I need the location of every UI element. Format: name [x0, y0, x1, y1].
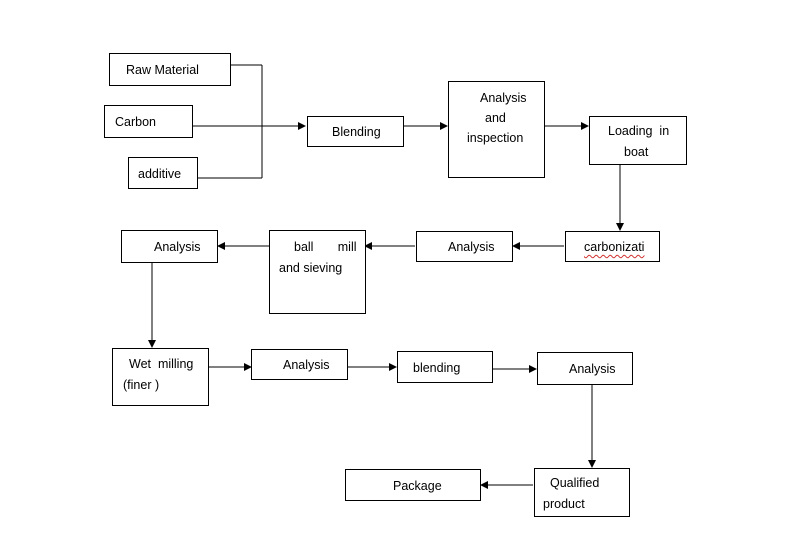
analysis-3-box: Analysis [121, 230, 218, 263]
loading-in-boat-line-1: Loading in [608, 124, 670, 138]
wet-milling-line-1: Wet milling [129, 357, 194, 371]
wet-milling-box: Wet milling (finer ) [112, 348, 209, 406]
carbon-box: Carbon [104, 105, 193, 138]
blending-box: Blending [307, 116, 404, 147]
loading-in-boat-box: Loading in boat [589, 116, 687, 165]
ball-mill-line-2: and sieving [279, 261, 343, 275]
carbonization-label: carbonizati [584, 240, 645, 254]
additive-box: additive [128, 157, 198, 189]
qualified-product-line-2: product [543, 497, 585, 511]
package-label: Package [393, 479, 442, 493]
qualified-product-box: Qualified product [534, 468, 630, 517]
carbonization-box: carbonizati [565, 231, 660, 262]
ball-mill-line-1: ball mill [294, 240, 357, 254]
additive-label: additive [138, 167, 182, 181]
ball-mill-sieving-box: ball mill and sieving [269, 230, 366, 314]
analysis-4-box: Analysis [251, 349, 348, 380]
analysis-3-label: Analysis [154, 240, 201, 254]
blending-label: Blending [332, 125, 381, 139]
raw-material-label: Raw Material [126, 63, 199, 77]
analysis-2-box: Analysis [416, 231, 513, 262]
analysis-5-box: Analysis [537, 352, 633, 385]
analysis-inspection-line-3: inspection [467, 131, 524, 145]
analysis-5-label: Analysis [569, 362, 616, 376]
wet-milling-line-2: (finer ) [123, 378, 160, 392]
blending-2-label: blending [413, 361, 461, 375]
analysis-2-label: Analysis [448, 240, 495, 254]
raw-material-box: Raw Material [109, 53, 231, 86]
analysis-inspection-box: Analysis and inspection [448, 81, 545, 178]
carbon-label: Carbon [115, 115, 156, 129]
analysis-inspection-line-1: Analysis [480, 91, 527, 105]
package-box: Package [345, 469, 481, 501]
loading-in-boat-line-2: boat [624, 145, 649, 159]
qualified-product-line-1: Qualified [550, 476, 600, 490]
analysis-4-label: Analysis [283, 358, 330, 372]
analysis-inspection-line-2: and [485, 111, 506, 125]
blending-2-box: blending [397, 351, 493, 383]
